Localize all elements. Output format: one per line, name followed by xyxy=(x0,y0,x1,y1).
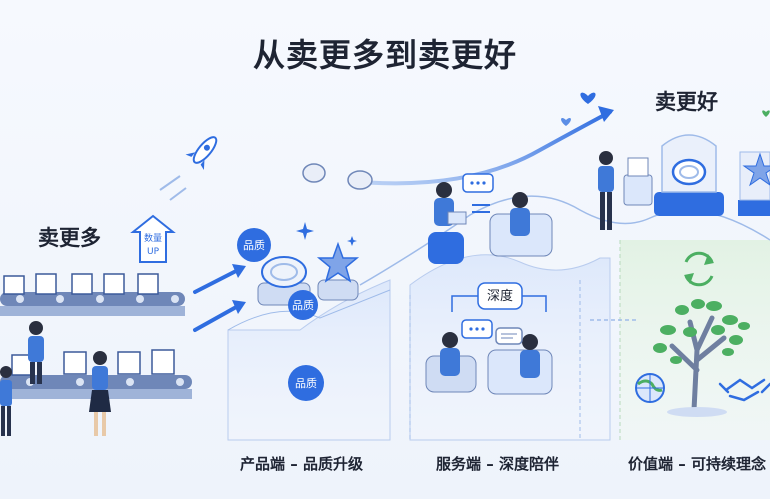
motion-lines xyxy=(159,175,187,201)
coin-icon xyxy=(302,163,373,190)
product-boxes-bottom xyxy=(11,349,175,376)
globe-icon xyxy=(635,373,665,403)
value-stage-caption: 价值端 – 可持续理念 xyxy=(628,455,766,473)
star-icon xyxy=(316,241,360,301)
page-title: 从卖更多到卖更好 xyxy=(252,36,517,74)
worker-figure xyxy=(28,321,44,384)
handshake-icon xyxy=(718,378,770,402)
quality-badge-text: 品质 xyxy=(295,377,317,390)
quality-badge xyxy=(237,228,271,262)
worker-figure xyxy=(0,366,12,436)
rocket-icon xyxy=(185,136,218,170)
product-boxes-top xyxy=(3,273,159,295)
arrow-head xyxy=(232,264,246,278)
recycle-icon xyxy=(684,251,714,287)
heart-icon xyxy=(762,110,770,117)
service-stage-caption: 服务端 – 深度陪伴 xyxy=(436,455,559,473)
quality-badge-text: 品质 xyxy=(292,299,314,312)
worker-figure xyxy=(89,351,111,436)
quality-badge xyxy=(288,365,324,401)
premium-glass-display xyxy=(654,134,724,216)
chat-bubble-icon xyxy=(462,173,494,193)
shopper-figure xyxy=(598,151,614,230)
customer-in-armchair xyxy=(487,334,553,395)
flow-arrows xyxy=(193,268,240,332)
depth-badge-text: 深度 xyxy=(487,288,513,304)
growth-arrow-head xyxy=(598,106,614,122)
heart-icon xyxy=(561,92,596,126)
tree-icon xyxy=(653,299,750,417)
sell-more-label: 卖更多 xyxy=(38,226,101,250)
star-display-case xyxy=(738,151,770,216)
product-stage-caption: 产品端 – 品质升级 xyxy=(240,455,363,473)
sparkle-icon xyxy=(296,222,357,246)
customer-in-armchair xyxy=(489,192,553,257)
arrow-head xyxy=(232,300,246,314)
depth-connector-lines xyxy=(451,295,547,312)
exchange-arrows xyxy=(472,204,490,213)
conveyor-belt-top xyxy=(0,292,185,316)
consultant-figure xyxy=(425,332,477,393)
quality-badge-text: 品质 xyxy=(243,239,265,252)
growth-arrow xyxy=(358,110,612,186)
quantity-badge-up: UP xyxy=(147,247,160,257)
chat-bubble-icon xyxy=(461,319,523,345)
quantity-up-badge xyxy=(130,214,176,263)
quantity-badge-text: 数量 xyxy=(144,232,162,244)
sell-better-label: 卖更好 xyxy=(655,90,718,114)
quality-badge xyxy=(288,290,318,320)
consultant-figure xyxy=(428,182,467,264)
display-pedestal xyxy=(623,157,653,206)
